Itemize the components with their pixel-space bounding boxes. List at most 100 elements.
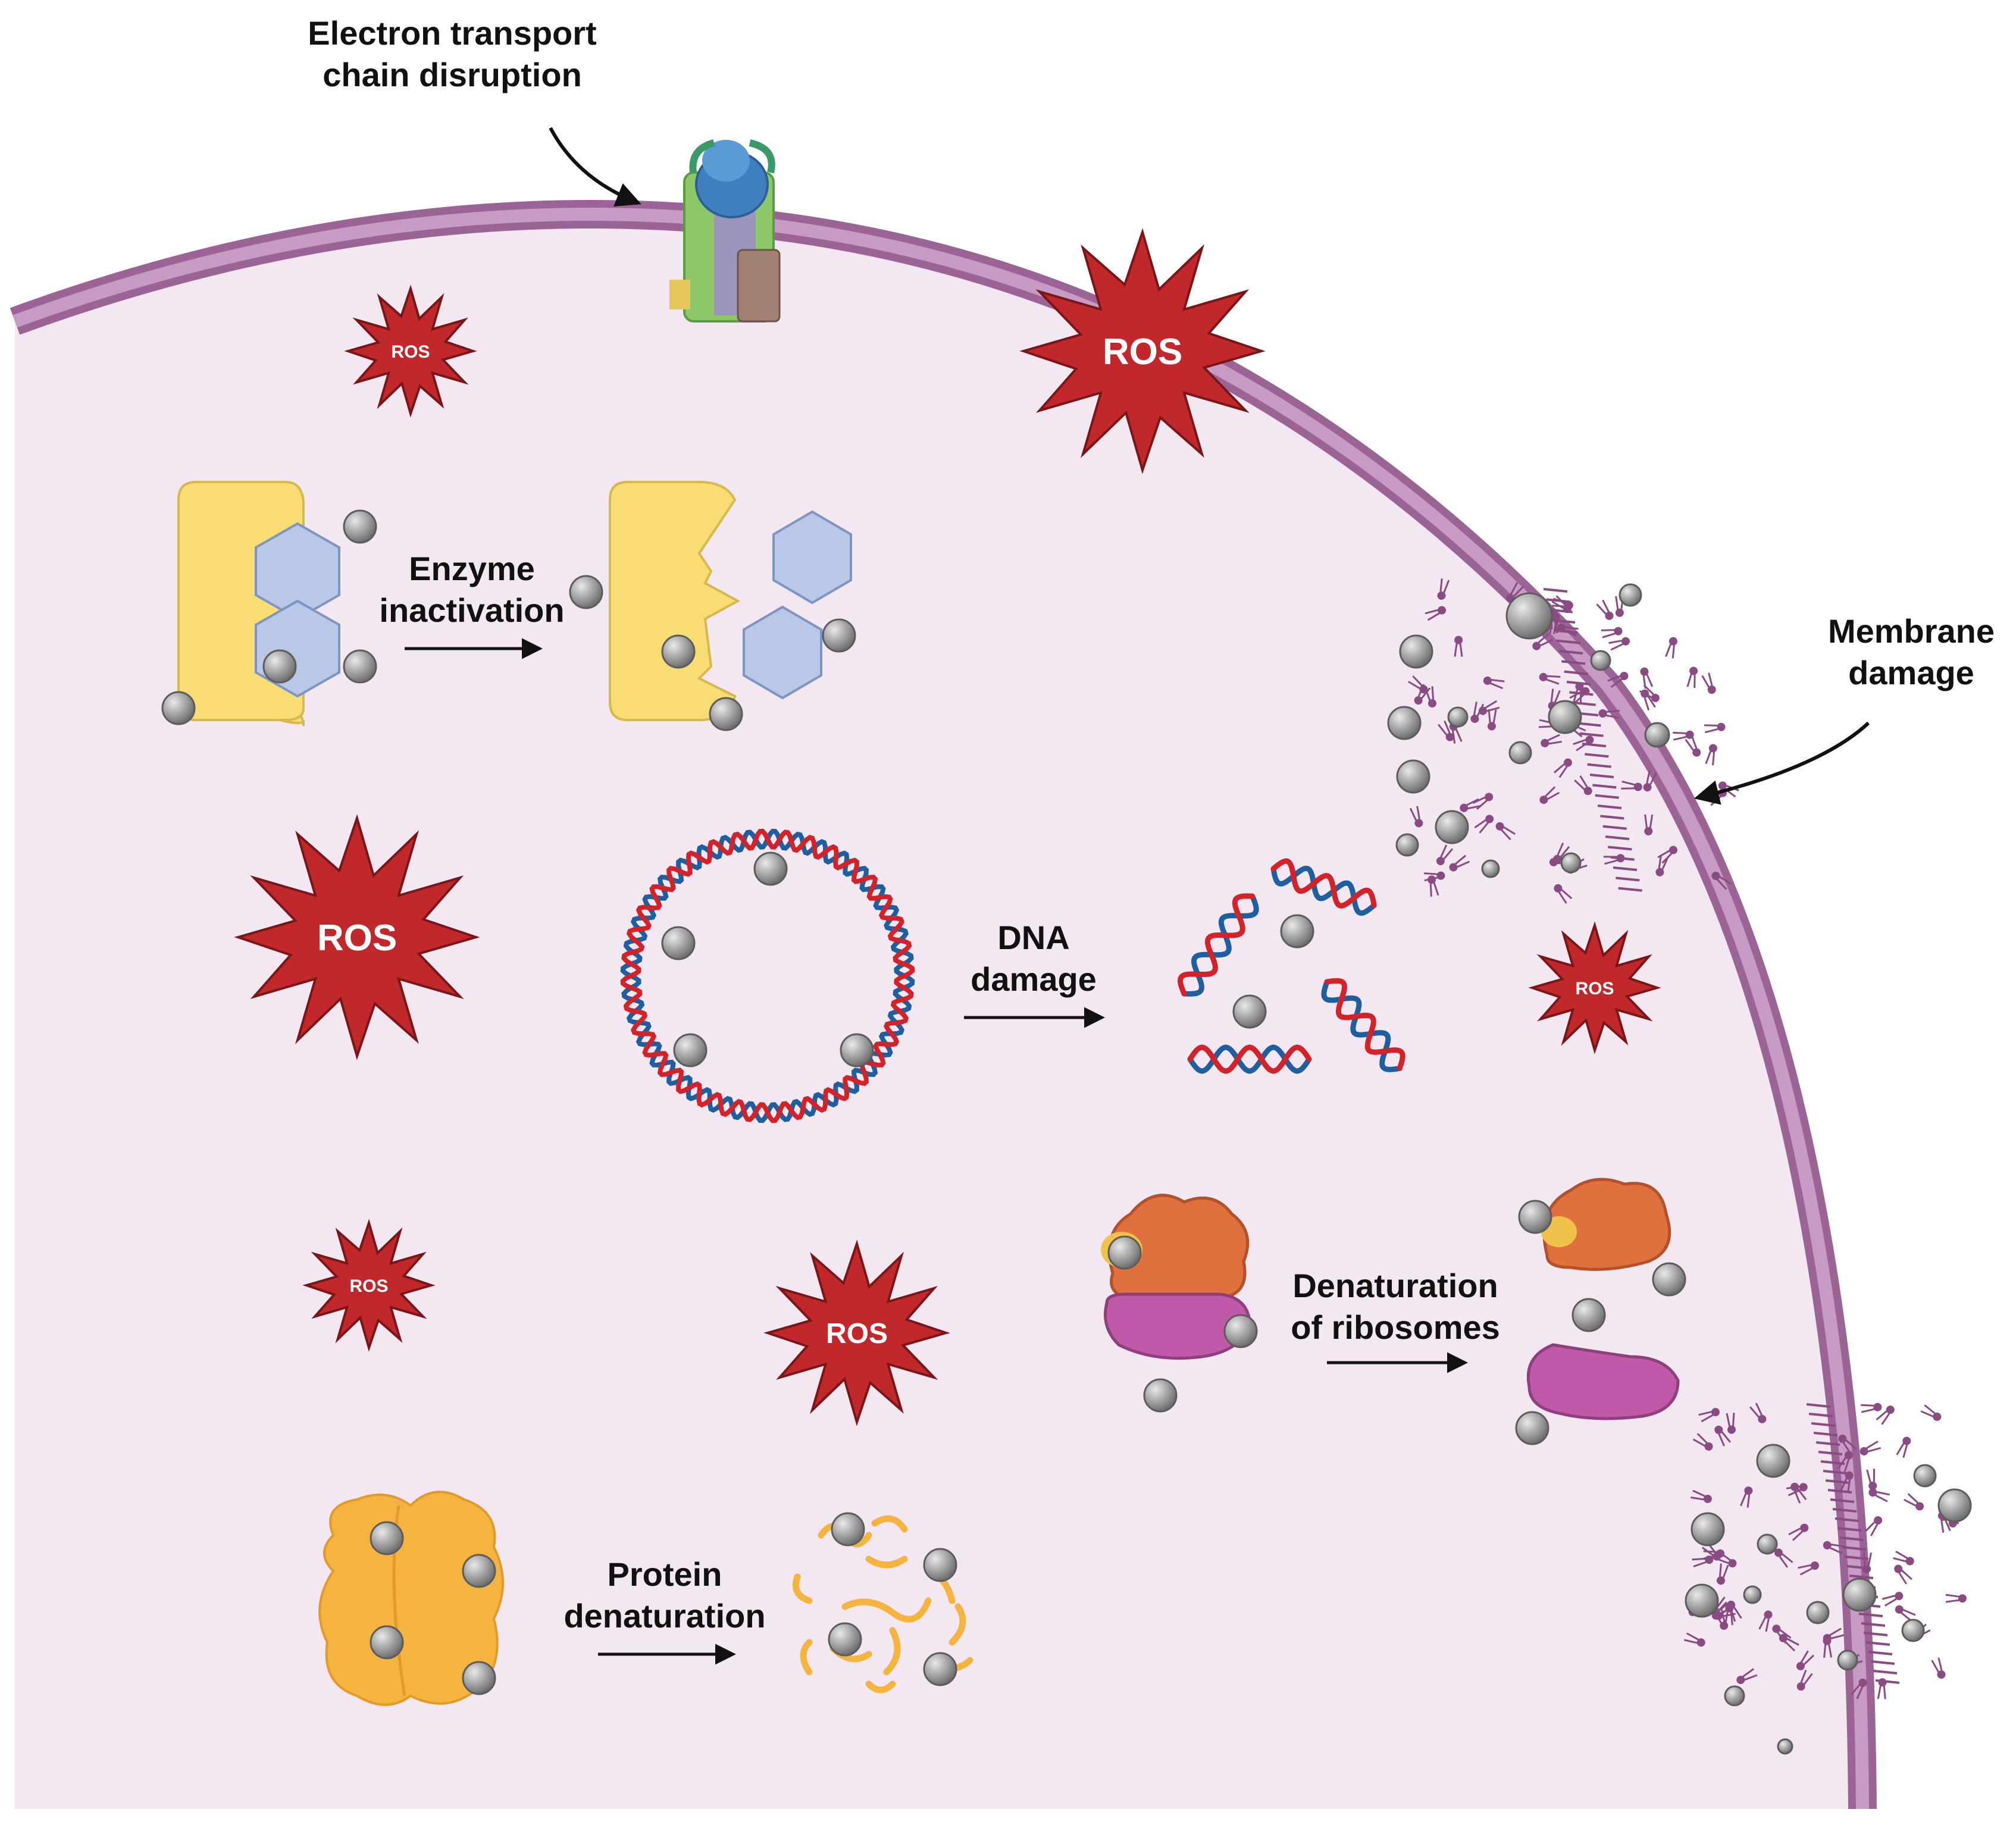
ros-label: ROS <box>349 1276 388 1296</box>
nanoparticle-icon <box>1395 833 1419 857</box>
nanoparticle-icon <box>1518 1200 1552 1234</box>
ros-label: ROS <box>1575 979 1614 998</box>
phospholipid-icon <box>1796 1670 1813 1691</box>
ros-burst-icon: ROS <box>302 1219 436 1352</box>
nanoparticle-icon <box>1652 1262 1686 1297</box>
arrow-icon <box>1693 721 1870 805</box>
ros-burst-icon: ROS <box>1019 228 1266 474</box>
nanoparticle-icon <box>161 691 196 725</box>
dna-fragment-icon <box>1187 1044 1312 1074</box>
phospholipid-icon <box>1640 667 1654 689</box>
phospholipid-icon <box>1436 844 1454 865</box>
nanoparticle-icon <box>1806 1601 1830 1624</box>
phospholipid-icon <box>1701 672 1716 694</box>
phospholipid-icon <box>1840 1471 1854 1493</box>
nanoparticle-icon <box>1447 706 1469 728</box>
phospholipid-icon <box>1449 854 1470 872</box>
nanoparticle-icon <box>1619 583 1642 607</box>
nanoparticle-icon <box>370 1625 404 1660</box>
substrate-hexagon-icon <box>772 510 852 605</box>
phospholipid-icon <box>1655 854 1669 876</box>
ribosome-large-fragment <box>1542 1178 1671 1271</box>
electron-transport-label-line2: chain disruption <box>323 56 582 93</box>
phospholipid-icon <box>1790 1482 1807 1504</box>
arrow-icon <box>549 127 641 207</box>
nanoparticle-icon <box>1644 722 1670 748</box>
ribosome-small-subunit <box>1104 1292 1251 1360</box>
nanoparticle-icon <box>262 649 297 684</box>
nanoparticle-icon <box>1481 859 1500 878</box>
phospholipid-icon <box>1931 1657 1946 1679</box>
phospholipid-icon <box>1724 1604 1734 1626</box>
membrane-damage-label-line1: Membrane <box>1828 612 1995 650</box>
ros-label: ROS <box>1103 331 1182 372</box>
nanoparticle-icon <box>661 926 696 960</box>
phospholipid-icon <box>1904 1493 1924 1511</box>
nanoparticle-icon <box>1143 1378 1178 1413</box>
enzyme-inactivated <box>609 481 852 721</box>
nanoparticle-icon <box>1508 741 1532 765</box>
phospholipid-icon <box>1711 1597 1731 1616</box>
phospholipid-icon <box>1598 709 1620 719</box>
phospholipid-icon <box>1483 676 1505 690</box>
nanoparticle-icon <box>1223 1314 1258 1348</box>
dna-damage-label-line1: DNA <box>997 919 1069 956</box>
nanoparticle-icon <box>343 649 377 684</box>
phospholipid-icon <box>1698 1408 1720 1423</box>
nanoparticle-icon <box>1560 852 1582 874</box>
phospholipid-icon <box>1495 822 1516 841</box>
phospholipid-icon <box>1673 730 1694 741</box>
phospholipid-icon <box>1685 735 1701 757</box>
nanoparticle-icon <box>1901 1619 1925 1642</box>
nanoparticle-icon <box>1913 1464 1937 1488</box>
phospholipid-icon <box>1541 734 1562 747</box>
nanoparticle-icon <box>1548 700 1582 734</box>
dna-fragment-icon <box>1177 893 1259 997</box>
nanoparticle-icon <box>1515 1411 1549 1445</box>
nanoparticle-icon <box>673 1033 708 1068</box>
nanoparticle-icon <box>1756 1444 1790 1478</box>
phospholipid-icon <box>1460 798 1482 812</box>
nanoparticle-icon <box>1685 1583 1719 1618</box>
cytoplasm <box>15 214 1862 1809</box>
phospholipid-icon <box>1665 637 1677 659</box>
phospholipid-icon <box>1726 1413 1736 1434</box>
phospholipid-icon <box>1474 815 1494 834</box>
phospholipid-icon <box>1868 1488 1890 1502</box>
phospholipid-icon <box>1596 599 1614 620</box>
phospholipid-icon <box>1860 1403 1882 1413</box>
ros-label: ROS <box>826 1318 888 1350</box>
phospholipid-icon <box>1607 672 1629 688</box>
nanoparticle-icon <box>1399 634 1433 669</box>
phospholipid-icon <box>1838 1434 1857 1454</box>
ribosome-intact <box>1101 1194 1251 1360</box>
nanoparticle-icon <box>828 1622 862 1657</box>
ribosome-denaturation-label-line2: of ribosomes <box>1291 1309 1500 1346</box>
ros-burst-icon: ROS <box>1528 921 1661 1054</box>
nanoparticle-icon <box>1837 1649 1858 1671</box>
phospholipid-icon <box>1686 666 1698 688</box>
phospholipid-icon <box>1692 1555 1714 1568</box>
nanoparticle-icon <box>1280 914 1314 949</box>
nanoparticle-icon <box>462 1554 496 1588</box>
phospholipid-icon <box>1779 1633 1799 1652</box>
substrate-hexagon-icon <box>743 605 822 700</box>
nanoparticle-icon <box>822 618 856 653</box>
phospholipid-icon <box>1644 814 1654 835</box>
phospholipid-icon <box>1691 1489 1712 1503</box>
phospholipid-icon <box>1643 770 1657 791</box>
phospholipid-icon <box>1945 1594 1967 1603</box>
phospholipid-icon <box>1574 775 1592 796</box>
phospholipid-icon <box>1487 709 1497 731</box>
phospholipid-icon <box>1539 672 1561 685</box>
phospholipid-icon <box>1896 1436 1911 1458</box>
phospholipid-icon <box>1920 1404 1942 1421</box>
nanoparticle-icon <box>709 697 743 731</box>
phospholipid-icon <box>1823 1636 1832 1658</box>
phospholipid-icon <box>1608 637 1630 651</box>
phospholipid-icon <box>1539 786 1560 804</box>
phospholipid-icon <box>1864 1516 1883 1536</box>
